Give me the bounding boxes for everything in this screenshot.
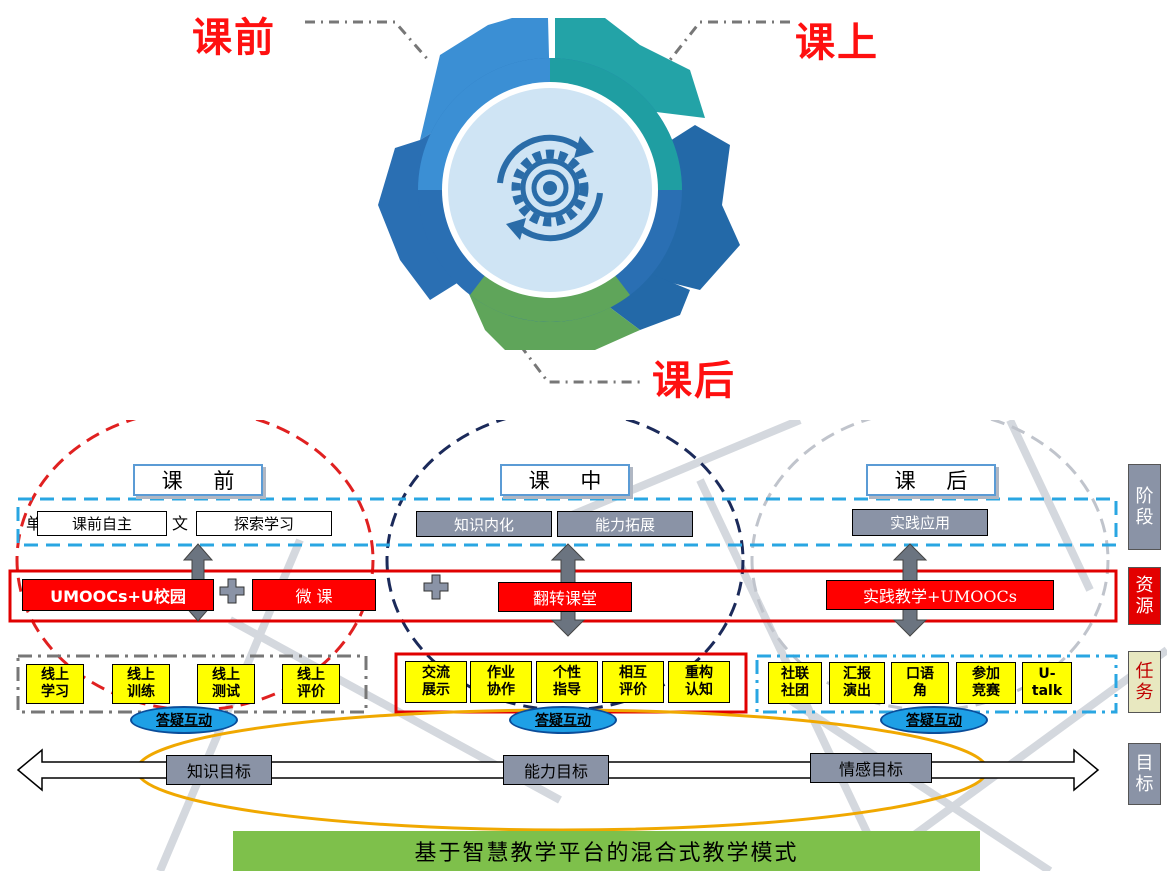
goal-emotion: 情感目标: [810, 753, 932, 783]
task-mid-4: 相互 评价: [602, 661, 664, 703]
phase-mid-right: 能力拓展: [557, 511, 693, 537]
task-pre-1: 线上 学习: [26, 664, 84, 704]
phase-mid-left: 知识内化: [416, 511, 552, 537]
phase-pre-left: 课前自主: [37, 511, 167, 536]
side-label-task: 任 务: [1128, 651, 1161, 713]
stage-title-mid: 课 中: [500, 464, 630, 496]
phase-pre-right: 探索学习: [196, 511, 332, 536]
cycle-gear-icon: [497, 134, 603, 242]
task-post-1: 社联 社团: [768, 662, 822, 704]
connector-in: [668, 20, 790, 61]
gear-diagram: [305, 18, 790, 384]
task-post-3: 口语 角: [891, 662, 949, 704]
resource-umoocs: UMOOCs+U校园: [22, 579, 214, 611]
connector-post: [518, 344, 640, 384]
resource-flip: 翻转课堂: [498, 582, 632, 612]
task-post-5: U- talk: [1022, 662, 1072, 704]
task-mid-5: 重构 认知: [668, 661, 730, 703]
task-post-4: 参加 竞赛: [956, 662, 1016, 704]
task-pre-3: 线上 测试: [197, 664, 255, 704]
task-mid-3: 个性 指导: [536, 661, 598, 703]
resource-practice: 实践教学+UMOOCs: [826, 580, 1054, 610]
stage-title-post: 课 后: [866, 464, 996, 496]
goal-knowledge: 知识目标: [166, 755, 272, 785]
connector-pre: [305, 20, 432, 63]
in-class-circle: [385, 420, 745, 712]
label-in-class: 课上: [795, 20, 879, 66]
task-pre-2: 线上 训练: [112, 664, 170, 704]
side-label-goal: 目 标: [1128, 743, 1161, 805]
pre-hidden-fragment-2: 文: [172, 514, 189, 533]
post-class-circle: [750, 420, 1110, 712]
qa-interaction-pre: 答疑互动: [130, 706, 238, 734]
task-pre-4: 线上 评价: [282, 664, 340, 704]
goal-ability: 能力目标: [503, 755, 609, 785]
background-lines: [156, 420, 1167, 871]
side-label-resource: 资 源: [1128, 567, 1161, 625]
pre-task-frame: [16, 654, 368, 714]
pre-class-circle: [15, 420, 375, 712]
qa-interaction-post: 答疑互动: [880, 706, 988, 734]
stage-title-pre: 课 前: [133, 464, 263, 496]
post-task-frame: [755, 654, 1118, 714]
resource-micro: 微 课: [252, 579, 376, 611]
task-mid-1: 交流 展示: [405, 661, 467, 703]
phase-post: 实践应用: [852, 509, 988, 536]
label-pre-class: 课前: [192, 15, 276, 61]
diagram-caption: 基于智慧教学平台的混合式教学模式: [233, 831, 980, 871]
task-mid-2: 作业 协作: [470, 661, 532, 703]
side-label-stage: 阶 段: [1128, 464, 1161, 550]
label-post-class: 课后: [652, 358, 736, 404]
plus-icons: [219, 574, 449, 604]
task-post-2: 汇报 演出: [829, 662, 885, 704]
qa-interaction-mid: 答疑互动: [509, 706, 617, 734]
